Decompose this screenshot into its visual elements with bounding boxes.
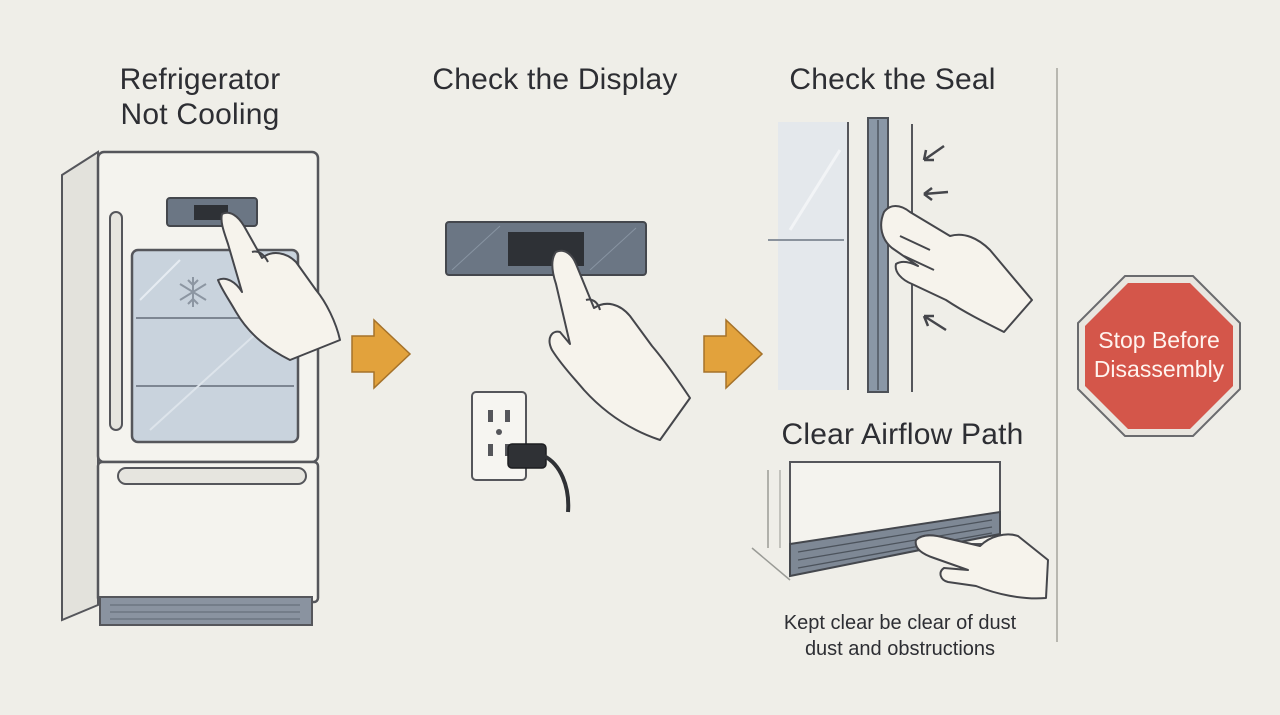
stop-sign-line1: Stop Before bbox=[1098, 327, 1220, 353]
step1-title-line2: Not Cooling bbox=[120, 98, 280, 131]
display-panel bbox=[445, 221, 647, 276]
hand-icon bbox=[880, 205, 1033, 333]
power-outlet-icon bbox=[471, 391, 571, 513]
step3-title: Check the Seal bbox=[789, 63, 996, 96]
stop-sign-icon bbox=[1077, 275, 1241, 437]
step4-caption-line2: dust and obstructions bbox=[804, 638, 996, 660]
stop-sign-text: Stop Before Disassembly bbox=[1080, 326, 1238, 384]
step1-title-line1: Refrigerator bbox=[119, 63, 281, 96]
hand-icon bbox=[217, 211, 341, 361]
door-seal-illustration bbox=[768, 117, 949, 393]
step2-title: Check the Display bbox=[432, 63, 678, 96]
arrow-right-icon bbox=[351, 318, 412, 390]
step4-caption: Kept clear be clear of dust dust and obs… bbox=[740, 610, 1060, 662]
step4-title: Clear Airflow Path bbox=[781, 418, 1024, 451]
refrigerator-illustration bbox=[61, 150, 320, 626]
step4-caption-line1: Kept clear be clear of dust bbox=[783, 612, 1017, 634]
hand-icon bbox=[914, 533, 1049, 600]
step1-title: Refrigerator Not Cooling bbox=[80, 62, 320, 132]
airflow-illustration bbox=[751, 461, 1001, 581]
stop-sign-line2: Disassembly bbox=[1093, 356, 1225, 382]
hand-icon bbox=[548, 249, 691, 441]
snowflake-icon bbox=[179, 277, 207, 307]
arrow-right-icon bbox=[703, 318, 764, 390]
